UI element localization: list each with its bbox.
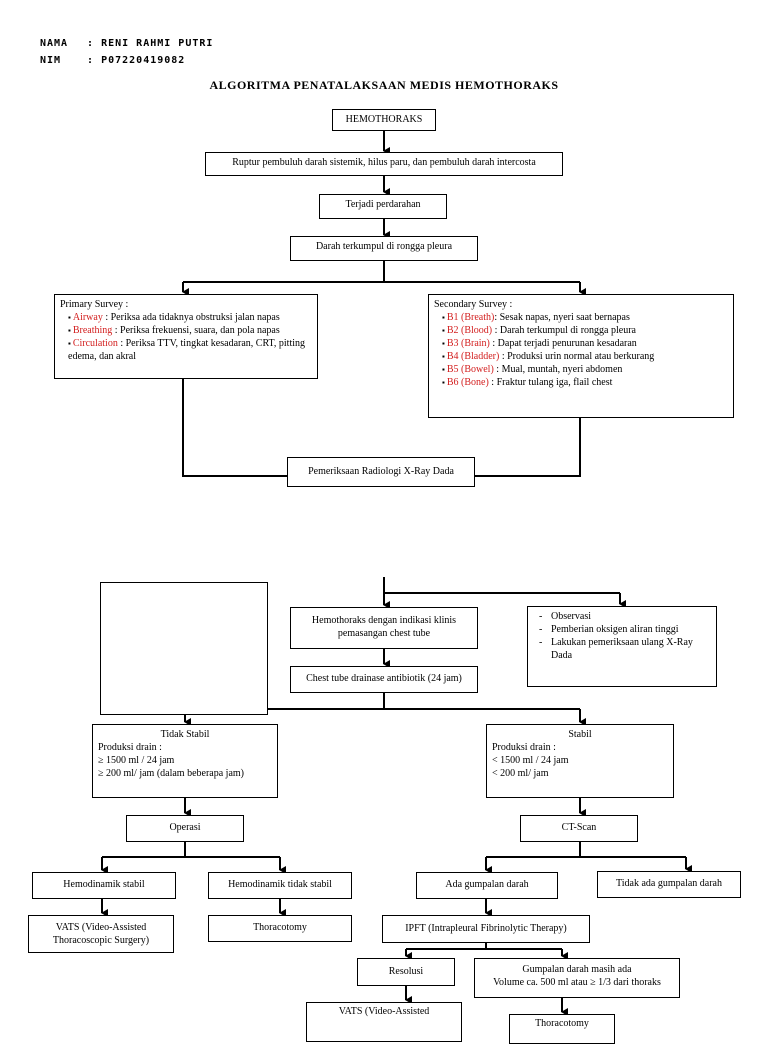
- tidak-stabil-line-2: ≥ 1500 ml / 24 jam: [98, 755, 175, 766]
- node-vats-1: VATS (Video-Assisted Thoracoscopic Surge…: [28, 915, 174, 953]
- node-thoracotomy-1: Thoracotomy: [208, 915, 352, 942]
- node-thoracotomy-2: Thoracotomy: [509, 1014, 615, 1044]
- secondary-key-b2: B2 (Blood): [446, 325, 493, 336]
- tidak-stabil-title: Tidak Stabil: [160, 729, 210, 740]
- node-stabil: Stabil Produksi drain : < 1500 ml / 24 j…: [486, 724, 674, 798]
- secondary-text-b4: : Produksi urin normal atau berkurang: [499, 351, 655, 362]
- node-hemodinamik-stabil: Hemodinamik stabil: [32, 872, 176, 899]
- line-secondary-radiologi: [475, 418, 581, 477]
- secondary-item-b5: B5 (Bowel) : Mual, muntah, nyeri abdomen: [434, 363, 728, 376]
- stabil-line-2: < 1500 ml / 24 jam: [492, 755, 569, 766]
- node-radiologi: Pemeriksaan Radiologi X-Ray Dada: [287, 457, 475, 487]
- primary-text-circulation: : Periksa TTV, tingkat kesadaran, CRT, p…: [68, 338, 305, 362]
- stabil-line-3: < 200 ml/ jam: [492, 768, 549, 779]
- secondary-item-b3: B3 (Brain) : Dapat terjadi penurunan kes…: [434, 337, 728, 350]
- tidak-stabil-line-3: ≥ 200 ml/ jam (dalam beberapa jam): [98, 768, 244, 779]
- student-name: NAMA : RENI RAHMI PUTRI: [40, 38, 213, 49]
- secondary-item-b6: B6 (Bone) : Fraktur tulang iga, flail ch…: [434, 376, 728, 389]
- secondary-key-b1: B1 (Breath): [446, 312, 495, 323]
- node-perdarahan: Terjadi perdarahan: [319, 194, 447, 219]
- primary-item-breathing: Breathing : Periksa frekuensi, suara, da…: [60, 324, 312, 337]
- primary-text-breathing: : Periksa frekuensi, suara, dan pola nap…: [112, 325, 280, 336]
- node-chest-tube: Chest tube drainase antibiotik (24 jam): [290, 666, 478, 693]
- node-ada-gumpalan: Ada gumpalan darah: [416, 872, 558, 899]
- observasi-item-3: Lakukan pemeriksaan ulang X-Ray Dada: [533, 636, 711, 662]
- stabil-title: Stabil: [568, 729, 592, 740]
- node-observasi: Observasi Pemberian oksigen aliran tingg…: [527, 606, 717, 687]
- tidak-stabil-line-1: Produksi drain :: [98, 742, 162, 753]
- stabil-line-1: Produksi drain :: [492, 742, 556, 753]
- node-hemothoraks: HEMOTHORAKS: [332, 109, 436, 131]
- node-secondary-survey: Secondary Survey : B1 (Breath): Sesak na…: [428, 294, 734, 418]
- primary-survey-title: Primary Survey :: [60, 299, 129, 310]
- node-indikasi: Hemothoraks dengan indikasi klinis pemas…: [290, 607, 478, 649]
- primary-item-airway: Airway : Periksa ada tidaknya obstruksi …: [60, 311, 312, 324]
- primary-key-breathing: Breathing: [72, 325, 113, 336]
- secondary-text-b3: : Dapat terjadi penurunan kesadaran: [489, 338, 637, 349]
- primary-item-circulation: Circulation : Periksa TTV, tingkat kesad…: [60, 337, 312, 363]
- nama-label: NAMA: [40, 38, 69, 49]
- secondary-text-b2: : Darah terkumpul di rongga pleura: [492, 325, 636, 336]
- node-ct-scan: CT-Scan: [520, 815, 638, 842]
- node-primary-survey: Primary Survey : Airway : Periksa ada ti…: [54, 294, 318, 379]
- nama-value: : RENI RAHMI PUTRI: [87, 38, 214, 49]
- primary-key-airway: Airway: [72, 312, 103, 323]
- empty-box: [100, 582, 268, 715]
- node-resolusi: Resolusi: [357, 958, 455, 986]
- gumpalan-masih-line-1: Gumpalan darah masih ada: [522, 964, 632, 975]
- node-ruptur: Ruptur pembuluh darah sistemik, hilus pa…: [205, 152, 563, 176]
- secondary-key-b4: B4 (Bladder): [446, 351, 500, 362]
- secondary-text-b6: : Fraktur tulang iga, flail chest: [488, 377, 613, 388]
- secondary-key-b6: B6 (Bone): [446, 377, 489, 388]
- node-ipft: IPFT (Intrapleural Fibrinolytic Therapy): [382, 915, 590, 943]
- secondary-item-b2: B2 (Blood) : Darah terkumpul di rongga p…: [434, 324, 728, 337]
- secondary-key-b3: B3 (Brain): [446, 338, 490, 349]
- line-primary-radiologi: [182, 379, 287, 477]
- node-tidak-ada-gumpalan: Tidak ada gumpalan darah: [597, 871, 741, 898]
- node-hemodinamik-tidak-stabil: Hemodinamik tidak stabil: [208, 872, 352, 899]
- node-tidak-stabil: Tidak Stabil Produksi drain : ≥ 1500 ml …: [92, 724, 278, 798]
- node-darah-terkumpul: Darah terkumpul di rongga pleura: [290, 236, 478, 261]
- nim-value: : P07220419082: [87, 55, 186, 66]
- primary-text-airway: : Periksa ada tidaknya obstruksi jalan n…: [102, 312, 280, 323]
- node-operasi: Operasi: [126, 815, 244, 842]
- secondary-key-b5: B5 (Bowel): [446, 364, 494, 375]
- secondary-item-b1: B1 (Breath): Sesak napas, nyeri saat ber…: [434, 311, 728, 324]
- secondary-text-b5: : Mual, muntah, nyeri abdomen: [493, 364, 623, 375]
- observasi-item-1: Observasi: [533, 610, 711, 623]
- nim-label: NIM: [40, 55, 62, 66]
- gumpalan-masih-line-2: Volume ca. 500 ml atau ≥ 1/3 dari thorak…: [493, 977, 661, 988]
- observasi-item-2: Pemberian oksigen aliran tinggi: [533, 623, 711, 636]
- primary-key-circulation: Circulation: [72, 338, 118, 349]
- page-title: ALGORITMA PENATALAKSAAN MEDIS HEMOTHORAK…: [209, 78, 559, 92]
- node-gumpalan-masih-ada: Gumpalan darah masih ada Volume ca. 500 …: [474, 958, 680, 998]
- secondary-text-b1: : Sesak napas, nyeri saat bernapas: [494, 312, 630, 323]
- secondary-item-b4: B4 (Bladder) : Produksi urin normal atau…: [434, 350, 728, 363]
- node-vats-2: VATS (Video-Assisted: [306, 1002, 462, 1042]
- student-nim: NIM : P07220419082: [40, 55, 185, 66]
- secondary-survey-title: Secondary Survey :: [434, 299, 513, 310]
